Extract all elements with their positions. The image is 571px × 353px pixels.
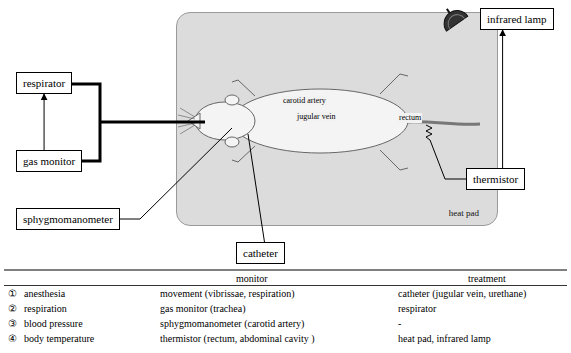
box-label: sphygmomanometer [23,211,113,227]
table-cell: respirator [398,302,436,316]
row-number: ④ [8,332,17,346]
row-number: ① [8,287,17,301]
row-heading: body temperature [24,332,94,346]
region-label: heat pad [449,207,479,219]
box-label: catheter [243,245,278,261]
row-number: ② [8,302,17,316]
row-heading: anesthesia [24,287,65,301]
table-rule [4,270,567,271]
device-box: respirator [16,72,72,94]
sensor-box: thermistor [466,168,525,190]
column-header: monitor [236,272,268,286]
box-label: respirator [23,75,65,91]
table-cell: - [398,317,401,331]
table-cell: heat pad, infrared lamp [398,332,491,346]
device-box: sphygmomanometer [16,208,120,230]
monitor-box: gas monitor [16,150,82,172]
table-rule [4,285,567,286]
signal-arrow [502,30,503,168]
box-label: infrared lamp [487,11,547,27]
box-label: gas monitor [23,153,75,169]
table-cell: thermistor (rectum, abdominal cavity ) [160,332,315,346]
vessel-label: jugular vein [296,112,336,122]
table-cell: gas monitor (trachea) [160,302,246,316]
lamp-box: infrared lamp [480,8,554,30]
device-box: catheter [236,242,285,264]
table-cell: movement (vibrissae, respiration) [160,287,295,301]
box-label: thermistor [473,171,518,187]
row-number: ③ [8,317,17,331]
table-cell: sphygmomanometer (carotid artery) [160,317,304,331]
vessel-label: carotid artery [282,96,327,106]
row-heading: blood pressure [24,317,83,331]
signal-arrow [44,94,45,150]
infrared-lamp-icon [436,1,468,31]
organ-label: rectum [398,113,422,123]
table-cell: catheter (jugular vein, urethane) [398,287,526,301]
heat-pad: heat pad [176,12,498,226]
column-header: treatment [468,272,506,286]
row-heading: respiration [24,302,67,316]
